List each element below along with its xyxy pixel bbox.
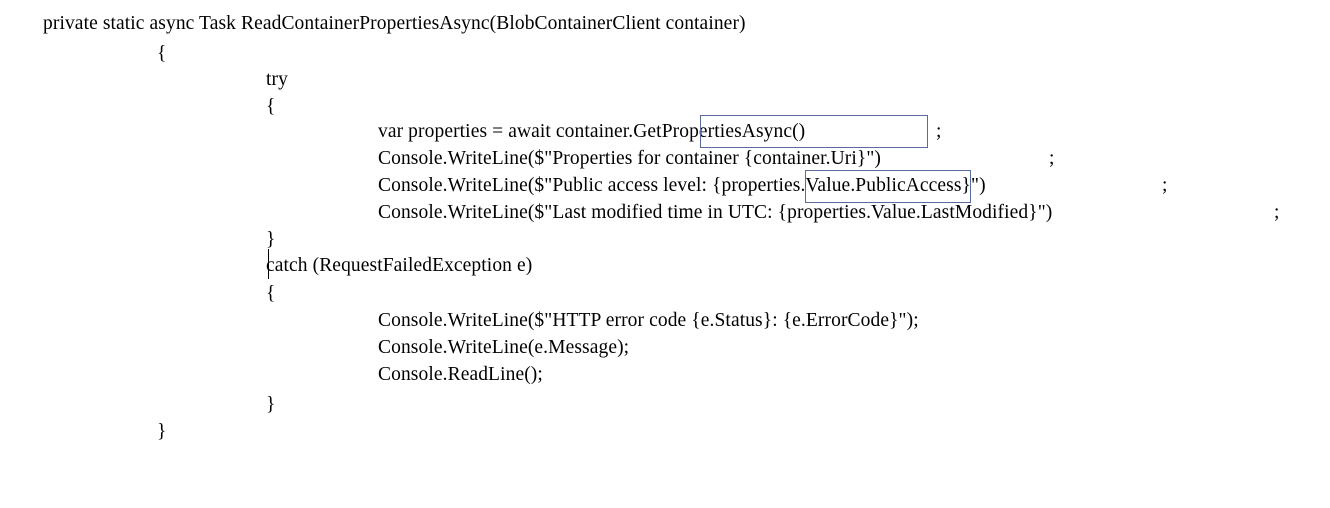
code-line-l11[interactable]: { bbox=[266, 283, 276, 304]
text-caret bbox=[268, 249, 269, 279]
code-line-l15[interactable]: } bbox=[266, 394, 276, 415]
code-line-l8[interactable]: Console.WriteLine($"Last modified time i… bbox=[378, 202, 1053, 223]
code-line-l9[interactable]: } bbox=[266, 229, 276, 250]
trailing-semicolon-s2: ; bbox=[1049, 148, 1055, 169]
code-line-l5[interactable]: var properties = await container.GetProp… bbox=[378, 121, 806, 142]
code-line-l1[interactable]: private static async Task ReadContainerP… bbox=[43, 13, 746, 34]
code-line-l2[interactable]: { bbox=[157, 43, 167, 64]
code-line-l13[interactable]: Console.WriteLine(e.Message); bbox=[378, 337, 630, 358]
trailing-semicolon-s1: ; bbox=[936, 121, 942, 142]
code-line-l4[interactable]: { bbox=[266, 96, 276, 117]
code-line-l7[interactable]: Console.WriteLine($"Public access level:… bbox=[378, 175, 986, 196]
code-line-l10[interactable]: catch (RequestFailedException e) bbox=[266, 255, 533, 276]
code-line-l6[interactable]: Console.WriteLine($"Properties for conta… bbox=[378, 148, 882, 169]
code-line-l16[interactable]: } bbox=[157, 421, 167, 442]
trailing-semicolon-s4: ; bbox=[1274, 202, 1280, 223]
trailing-semicolon-s3: ; bbox=[1162, 175, 1168, 196]
code-line-l3[interactable]: try bbox=[266, 69, 288, 90]
code-line-l12[interactable]: Console.WriteLine($"HTTP error code {e.S… bbox=[378, 310, 919, 331]
code-line-l14[interactable]: Console.ReadLine(); bbox=[378, 364, 543, 385]
